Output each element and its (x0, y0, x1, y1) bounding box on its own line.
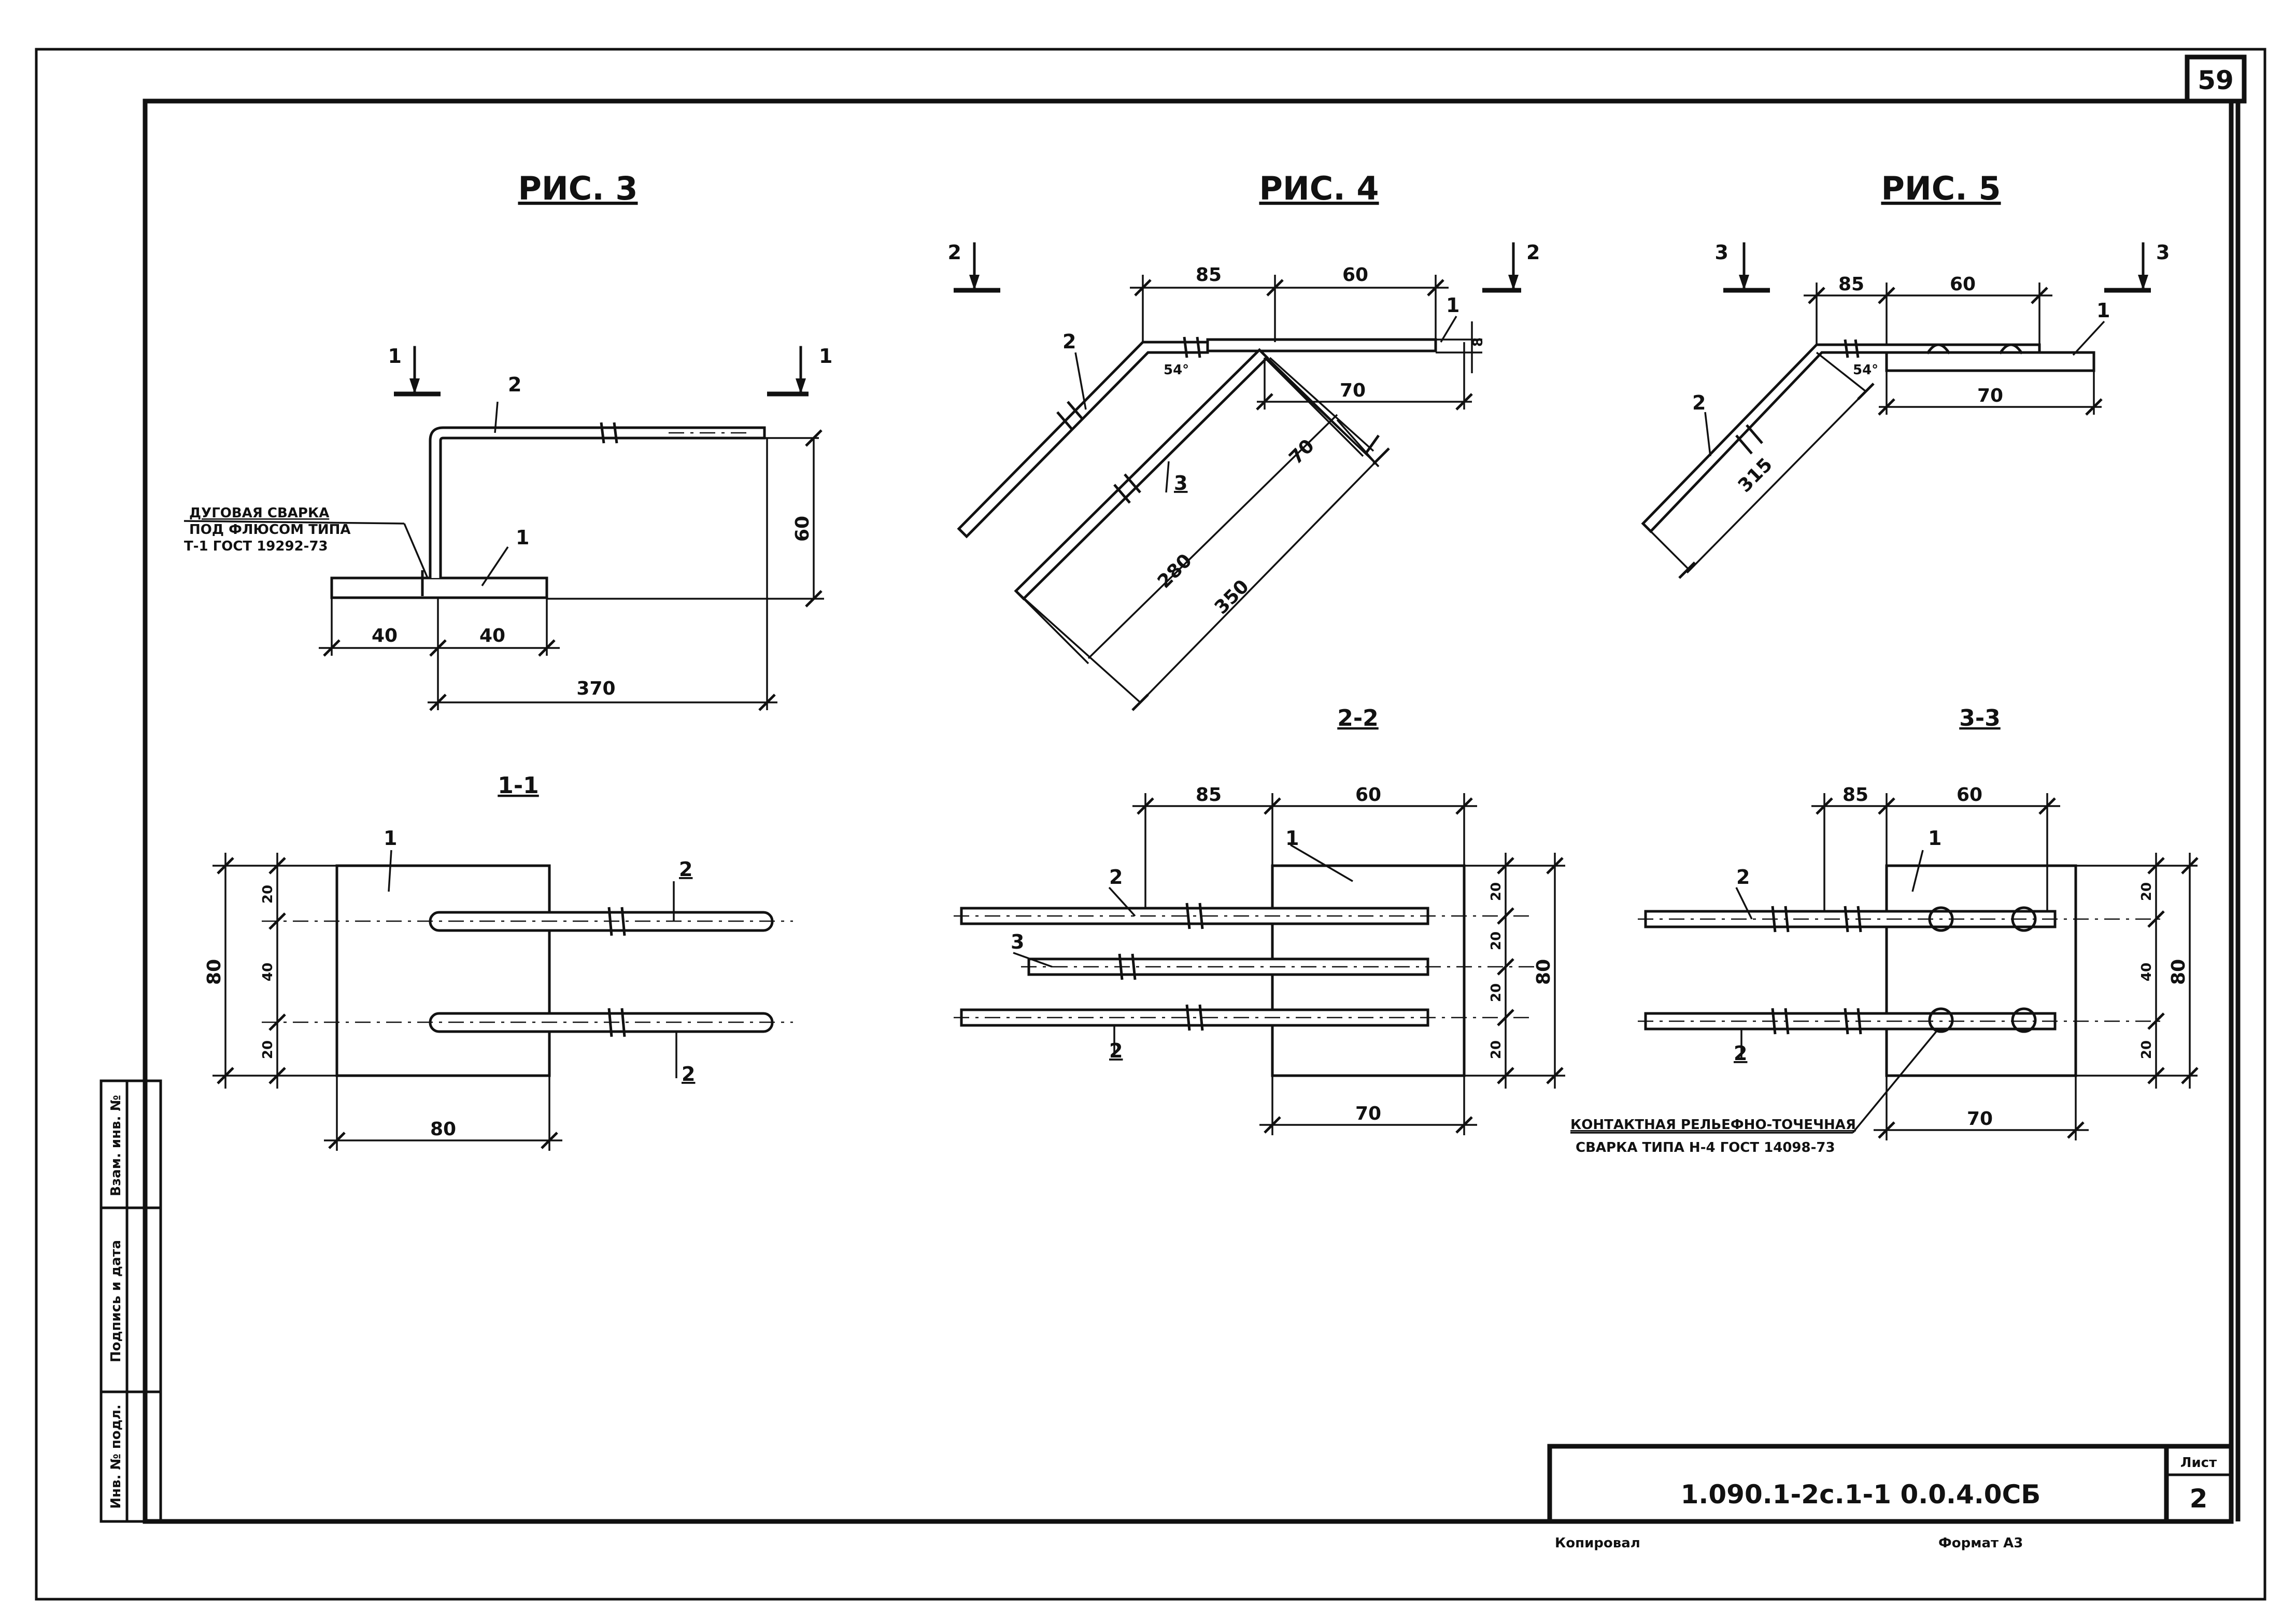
fig5-section-mark-right: 3 (2156, 241, 2170, 264)
s11-dim-total: 80 (204, 959, 225, 985)
side-stamp-inv: Инв. № подл. (108, 1404, 124, 1508)
s11-dim-width: 80 (430, 1119, 456, 1140)
fig5-section-mark-left: 3 (1715, 241, 1728, 264)
fig3-weld-note-3: Т-1 ГОСТ 19292-73 (184, 539, 328, 554)
fig4: РИС. 4 2 2 2 1 3 85 60 8 54° (948, 170, 1540, 711)
fig4-dim-85: 85 (1196, 264, 1222, 286)
fig4-dim-60: 60 (1342, 264, 1368, 286)
fig4-dim-8: 8 (1470, 337, 1486, 347)
s22-dim-20d: 20 (1489, 1040, 1504, 1059)
s33-dim-width: 70 (1967, 1108, 1993, 1130)
fig5-label-plate: 1 (2096, 299, 2110, 322)
fig3-bar-label: 2 (508, 373, 521, 396)
s11-label-bar-top: 2 (679, 858, 692, 881)
s33-label-plate: 1 (1928, 827, 1941, 850)
section-1-1: 1-1 1 2 2 20 40 20 80 80 (204, 772, 793, 1151)
fig5-dim-85: 85 (1838, 274, 1864, 295)
fig5-dim-60: 60 (1950, 274, 1976, 295)
outer-border (35, 48, 2266, 1601)
s22-dim-60: 60 (1355, 784, 1381, 806)
s22-dim-20b: 20 (1489, 932, 1504, 950)
s22-dim-width: 70 (1355, 1103, 1381, 1124)
fig4-section-mark-left: 2 (948, 241, 961, 264)
side-stamp-replace: Взам. инв. № (108, 1095, 124, 1196)
fig4-label-plate: 1 (1446, 294, 1459, 317)
fig3-dim-length: 370 (576, 678, 615, 699)
s33-dim-20a: 20 (2139, 882, 2155, 901)
fig4-label-bar3: 3 (1174, 472, 1187, 495)
corner-number-box (2185, 54, 2247, 104)
fig4-dim-280: 280 (1154, 550, 1196, 593)
s33-label-bar-top: 2 (1736, 866, 1750, 888)
fig5-plate (1885, 351, 2095, 372)
title-block: Лист 2 1.090.1-2с.1-1 0.0.4.0СБ (1547, 1444, 2234, 1524)
fig3-weld-note-2: ПОД ФЛЮСОМ ТИПА (189, 522, 350, 538)
s11-dim-40: 40 (260, 963, 276, 981)
section-2-2: 2-2 1 2 3 2 85 60 20 20 20 20 80 (954, 705, 1565, 1135)
s22-dim-85: 85 (1196, 784, 1222, 806)
fig4-bar-lower (1014, 348, 1269, 601)
fig3-dim-mid: 40 (479, 625, 505, 646)
fig4-plate (1206, 338, 1437, 352)
s22-dim-20a: 20 (1489, 882, 1504, 901)
s11-label-bar-bottom: 2 (682, 1063, 695, 1085)
fig4-dim-350: 350 (1211, 576, 1253, 618)
fig5-dim-70: 70 (1977, 385, 2003, 406)
section-1-1-title: 1-1 (498, 772, 539, 799)
fig3-weld-note-1: ДУГОВАЯ СВАРКА (189, 505, 329, 521)
fig3-section-mark-right: 1 (819, 345, 832, 368)
section-3-3-title: 3-3 (1959, 705, 2001, 731)
s22-label-bar-top: 2 (1109, 866, 1123, 888)
fig3-plate (330, 576, 548, 599)
inner-frame (143, 98, 2234, 1524)
title-block-sheet-number: 2 (2190, 1484, 2208, 1514)
s33-dim-40: 40 (2139, 963, 2155, 981)
fig5-title: РИС. 5 (1881, 170, 2001, 207)
fig3-bar (429, 426, 766, 578)
fig3-title: РИС. 3 (518, 170, 637, 207)
s22-label-bar-mid: 3 (1011, 930, 1024, 953)
s33-plate (1885, 864, 2077, 1077)
fig3-section-mark-left: 1 (388, 345, 402, 368)
s33-dim-total: 80 (2168, 959, 2189, 985)
s11-plate (335, 864, 551, 1077)
footer-copied: Копировал (1555, 1535, 1640, 1551)
fig3-dim-left: 40 (372, 625, 398, 646)
fig4-dim-angle: 54° (1164, 362, 1189, 378)
side-stamp-sign: Подпись и дата (108, 1240, 124, 1362)
fig4-section-mark-right: 2 (1526, 241, 1540, 264)
side-stamp: Инв. № подл. Подпись и дата Взам. инв. № (100, 1079, 162, 1523)
title-block-sheet-label: Лист (2180, 1455, 2217, 1471)
s11-label-plate: 1 (384, 827, 397, 850)
corner-number: 59 (2198, 65, 2234, 95)
s33-dim-85: 85 (1843, 784, 1868, 806)
s11-dim-20b: 20 (260, 1040, 276, 1059)
s33-weld-note-2: СВАРКА ТИПА Н-4 ГОСТ 14098-73 (1576, 1140, 1835, 1155)
s22-dim-20c: 20 (1489, 983, 1504, 1002)
footer-format: Формат А3 (1938, 1535, 2023, 1551)
fig5-label-bar: 2 (1692, 391, 1706, 414)
fig3: РИС. 3 1 1 2 1 ДУГОВАЯ СВАРКА ПОД ФЛЮСОМ… (183, 170, 832, 711)
s33-label-bar-bottom: 2 (1734, 1042, 1747, 1065)
fig3-dim-height: 60 (792, 516, 813, 542)
section-3-3: 3-3 1 2 2 85 60 20 40 20 80 70 (1570, 705, 2199, 1155)
s22-dim-total: 80 (1533, 959, 1554, 985)
fig5-dim-315: 315 (1734, 454, 1777, 497)
fig3-plate-label: 1 (516, 526, 529, 549)
s33-weld-note-1: КОНТАКТНАЯ РЕЛЬЕФНО-ТОЧЕЧНАЯ (1570, 1117, 1856, 1133)
s33-dim-60: 60 (1957, 784, 1982, 806)
fig4-label-bar: 2 (1062, 330, 1076, 353)
section-2-2-title: 2-2 (1337, 705, 1379, 731)
fig5-dim-angle: 54° (1853, 362, 1878, 378)
fig4-dim-70a: 70 (1340, 380, 1366, 401)
s11-dim-20a: 20 (260, 885, 276, 904)
s33-dim-20b: 20 (2139, 1040, 2155, 1059)
s22-label-bar-bottom: 2 (1109, 1039, 1123, 1062)
title-block-code: 1.090.1-2с.1-1 0.0.4.0СБ (1681, 1479, 2041, 1510)
fig4-dim-70b: 70 (1285, 435, 1319, 469)
fig5: РИС. 5 3 3 2 1 85 60 54° 70 315 (1641, 170, 2170, 579)
fig4-title: РИС. 4 (1259, 170, 1379, 207)
